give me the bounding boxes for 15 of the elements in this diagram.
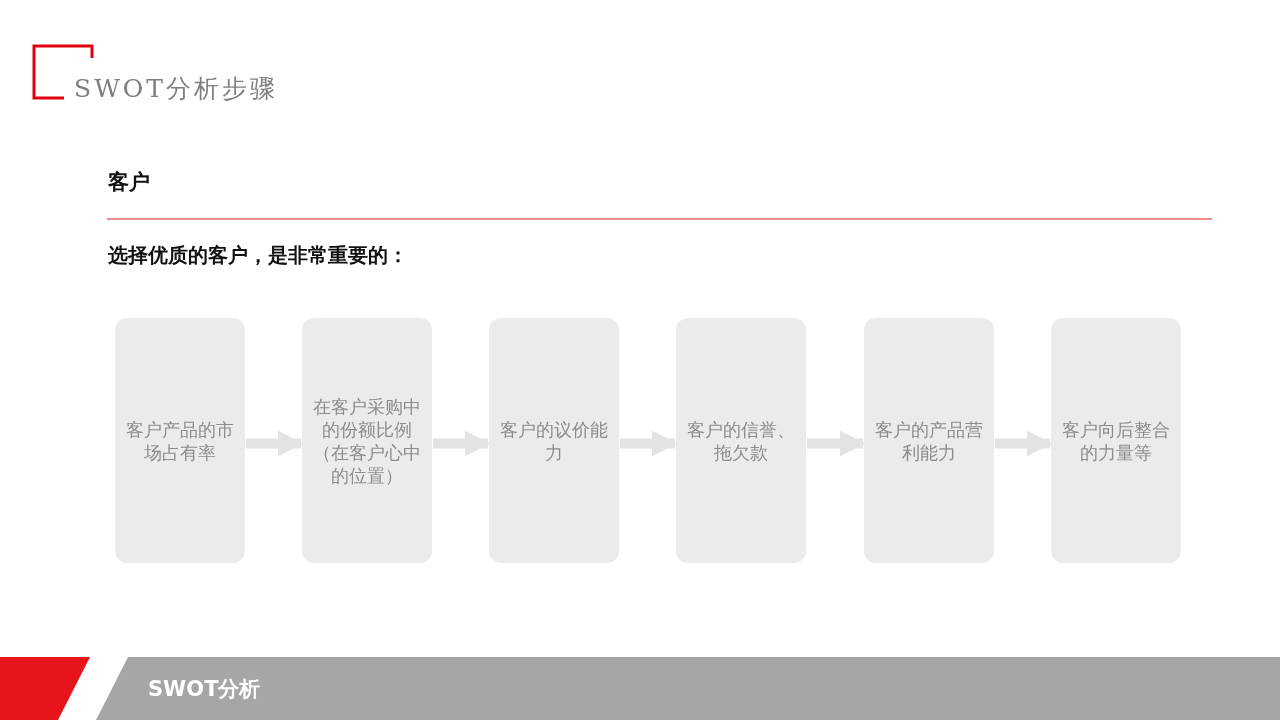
intro-sentence: 选择优质的客户，是非常重要的：	[108, 242, 408, 269]
arrow	[995, 430, 1053, 457]
section-heading: 客户	[108, 169, 150, 196]
arrow	[433, 430, 491, 457]
footer-title: SWOT分析	[148, 676, 261, 703]
step-card: 客户向后整合的力量等	[1051, 318, 1181, 563]
arrow	[807, 430, 866, 457]
slide-title: SWOT分析步骤	[74, 73, 278, 105]
step-card: 在客户采购中的份额比例（在客户心中的位置）	[302, 318, 432, 563]
step-card: 客户的议价能力	[489, 318, 619, 563]
arrow	[246, 430, 304, 457]
step-card: 客户的信誉、拖欠款	[676, 318, 806, 563]
arrow	[620, 430, 678, 457]
step-card: 客户的产品营利能力	[864, 318, 994, 563]
step-card: 客户产品的市场占有率	[115, 318, 245, 563]
